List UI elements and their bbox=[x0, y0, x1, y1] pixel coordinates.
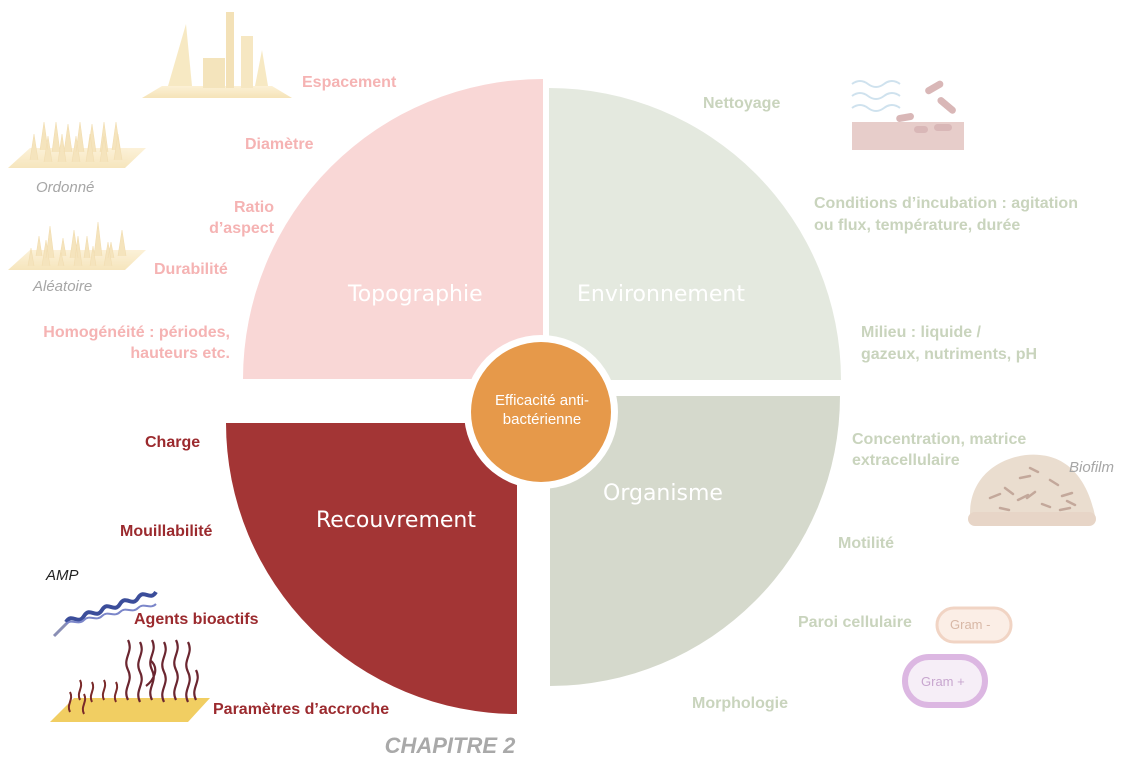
random-spikes-illustration bbox=[8, 221, 146, 270]
durabilite-label: Durabilité bbox=[154, 261, 228, 278]
organisme-title: Organisme bbox=[603, 481, 723, 506]
environnement-quadrant bbox=[549, 88, 841, 380]
incubation-label-line2: ou flux, température, durée bbox=[814, 217, 1021, 234]
recouvrement-title: Recouvrement bbox=[316, 508, 476, 533]
organisme-quadrant bbox=[550, 396, 840, 686]
motilite-label: Motilité bbox=[838, 535, 894, 552]
ordered-spikes-illustration bbox=[8, 121, 146, 168]
topographie-quadrant bbox=[243, 79, 543, 379]
biofilm-caption: Biofilm bbox=[1069, 459, 1115, 476]
cleaning-illustration bbox=[851, 80, 964, 150]
parametres-label: Paramètres d’accroche bbox=[213, 701, 390, 718]
gram-pos-cell bbox=[902, 654, 988, 708]
morphologie-label: Morphologie bbox=[692, 695, 788, 712]
homogeneite-label-line2: hauteurs etc. bbox=[130, 345, 230, 362]
milieu-label-line1: Milieu : liquide / bbox=[861, 324, 981, 341]
pillars-illustration bbox=[142, 12, 292, 98]
gram-neg-label: Gram - bbox=[950, 617, 991, 632]
ratio-label-line2: d’aspect bbox=[209, 220, 274, 237]
biofilm-illustration bbox=[968, 454, 1096, 526]
diametre-label: Diamètre bbox=[245, 136, 314, 153]
topographie-title: Topographie bbox=[348, 282, 483, 307]
paroi-label: Paroi cellulaire bbox=[798, 614, 912, 631]
environnement-title: Environnement bbox=[577, 282, 745, 307]
center-disc bbox=[471, 342, 611, 482]
ratio-label-line1: Ratio bbox=[234, 199, 274, 216]
amp-illustration bbox=[52, 590, 158, 638]
homogeneite-label-line1: Homogénéité : périodes, bbox=[43, 324, 230, 341]
gram-pos-label: Gram + bbox=[921, 674, 965, 689]
chapter-title: CHAPITRE 2 bbox=[384, 733, 516, 758]
ordonne-caption: Ordonné bbox=[36, 179, 95, 196]
concentration-label-line2: extracellulaire bbox=[852, 452, 960, 469]
grafting-illustration bbox=[50, 639, 210, 722]
center-label: Efficacité anti-bactérienne bbox=[495, 392, 589, 428]
concentration-label-line1: Concentration, matrice bbox=[852, 431, 1027, 448]
agents-label: Agents bioactifs bbox=[134, 611, 259, 628]
espacement-label: Espacement bbox=[302, 74, 397, 91]
milieu-label-line2: gazeux, nutriments, pH bbox=[861, 346, 1038, 363]
nettoyage-label: Nettoyage bbox=[703, 95, 781, 112]
recouvrement-quadrant bbox=[226, 423, 517, 714]
gram-neg-cell bbox=[935, 606, 1013, 644]
incubation-label-line1: Conditions d’incubation : agitation bbox=[814, 195, 1078, 212]
amp-caption: AMP bbox=[46, 567, 79, 584]
charge-label: Charge bbox=[145, 434, 201, 451]
aleatoire-caption: Aléatoire bbox=[33, 278, 93, 295]
mouillabilite-label: Mouillabilité bbox=[120, 523, 213, 540]
